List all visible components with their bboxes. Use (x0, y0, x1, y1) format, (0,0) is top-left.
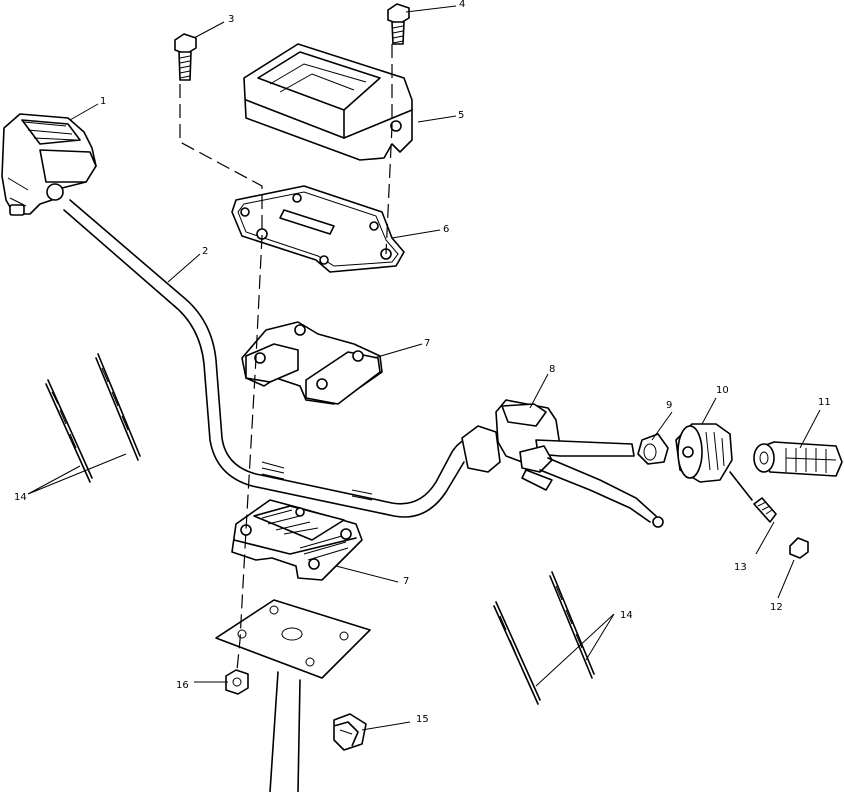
part-10-switch (675, 423, 753, 501)
part-11-grip (753, 441, 843, 477)
callout-12: 12 (770, 602, 783, 613)
part-9-collar (637, 433, 669, 465)
part-2-handlebar (63, 199, 479, 518)
part-14-cable-ties-left (45, 353, 141, 483)
callout-3: 3 (228, 14, 234, 25)
callout-13: 13 (734, 562, 747, 573)
alignment-lines (179, 44, 393, 681)
callout-10: 10 (716, 385, 729, 396)
part-3-bolt (174, 33, 197, 81)
callout-2: 2 (202, 246, 208, 257)
callout-14-left: 14 (14, 492, 27, 503)
part-13-screw (753, 497, 777, 523)
part-7-lower-clamp (231, 499, 363, 581)
part-6-plate (231, 185, 405, 273)
callout-4: 4 (459, 0, 465, 10)
callout-8: 8 (549, 364, 555, 375)
callout-16: 16 (176, 680, 189, 691)
part-14-cable-ties-right (493, 571, 595, 705)
callout-5: 5 (458, 110, 464, 121)
part-1-throttle-housing (1, 113, 97, 216)
callout-6: 6 (443, 224, 449, 235)
part-8-master-cylinder (461, 399, 664, 528)
leader-lines (27, 5, 821, 731)
callout-9: 9 (666, 400, 672, 411)
callout-14-right: 14 (620, 610, 633, 621)
callout-7-lower: 7 (403, 576, 409, 587)
callout-15: 15 (416, 714, 429, 725)
part-7-upper-clamp (241, 321, 383, 405)
part-15-clamp (333, 713, 367, 751)
callout-labels: 1 2 3 4 5 6 7 7 8 9 10 11 12 13 14 14 15… (14, 0, 831, 725)
part-5-handlebar-cover (243, 43, 413, 161)
callout-7-upper: 7 (424, 338, 430, 349)
part-16-nut (225, 669, 249, 695)
part-12-cap (789, 537, 809, 559)
callout-1: 1 (100, 96, 106, 107)
callout-11: 11 (818, 397, 831, 408)
part-4-bolt (387, 3, 410, 45)
steering-post (215, 599, 371, 792)
